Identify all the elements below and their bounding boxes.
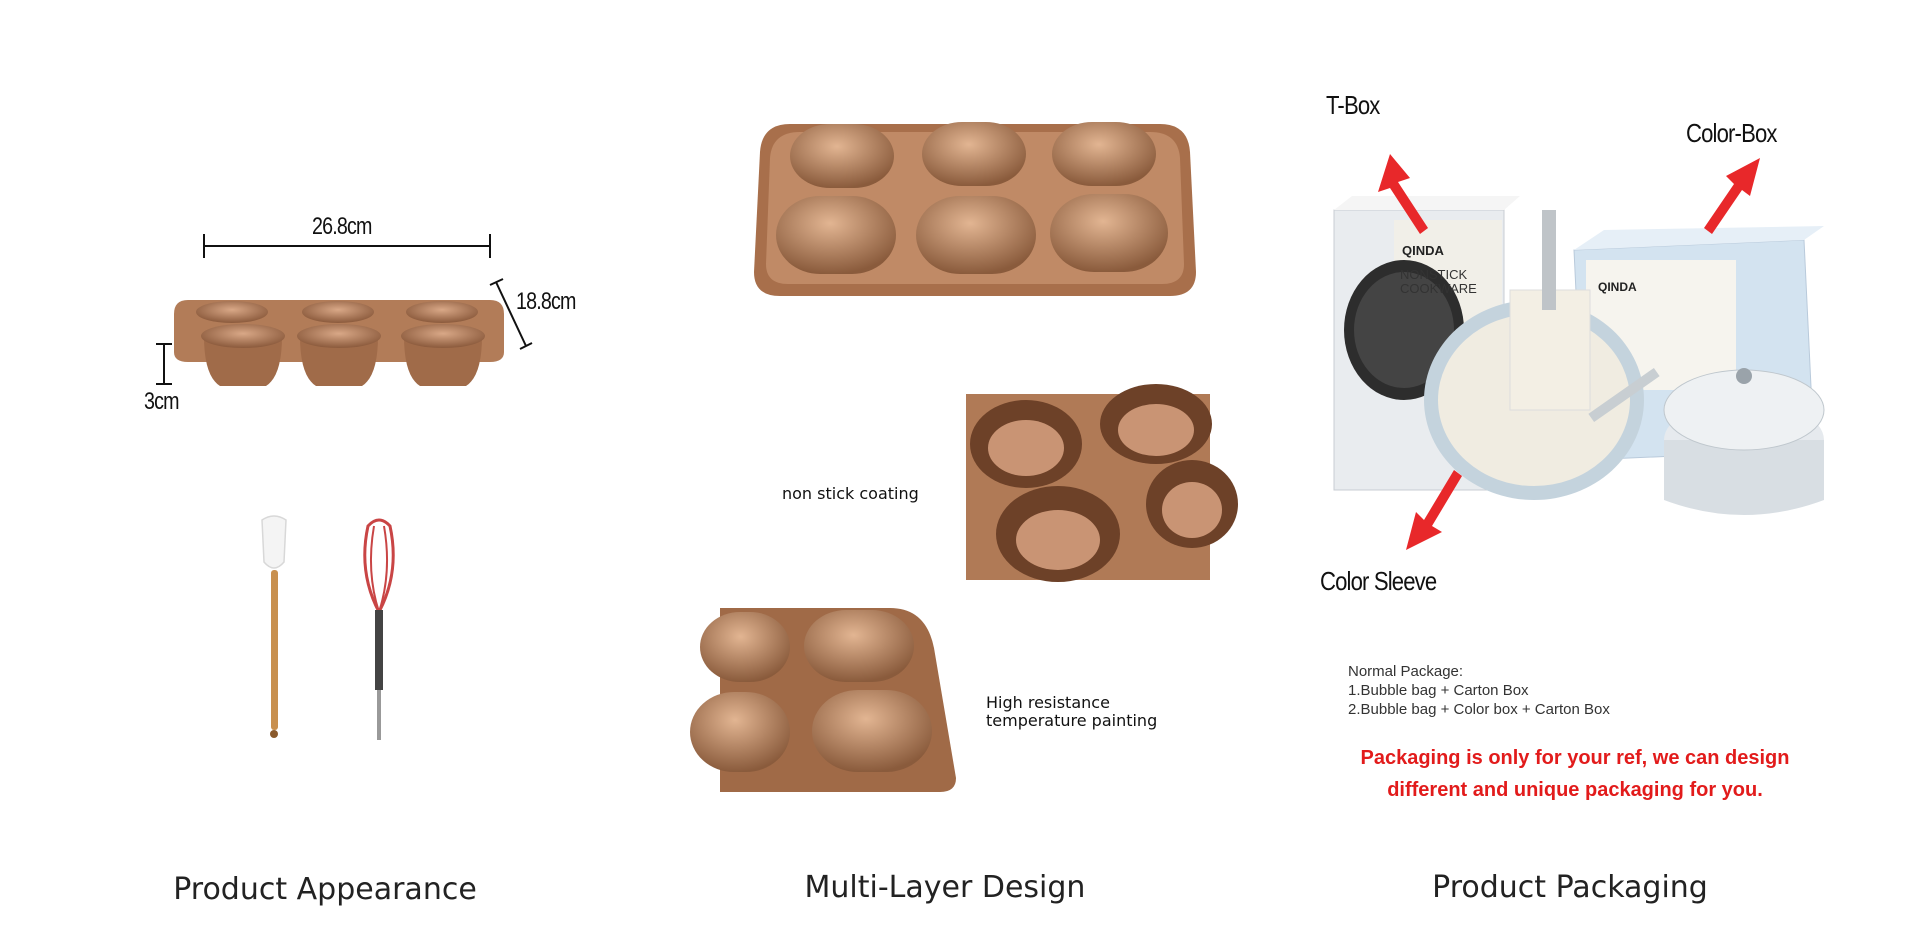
tbox-text-line1: NONSTICK — [1400, 267, 1468, 282]
normal-package-title: Normal Package: — [1348, 663, 1464, 680]
tbox-text-line2: COOKWARE — [1400, 281, 1477, 296]
colorbox-label: Color-Box — [1686, 118, 1777, 148]
colorbox-brand: QINDA — [1598, 280, 1637, 294]
muffin-pan-image — [174, 300, 504, 386]
appearance-caption: Product Appearance — [173, 872, 477, 907]
spatula-image — [261, 515, 287, 738]
tbox-label: T-Box — [1326, 90, 1380, 120]
packaging-note-line2: different and unique packaging for you. — [1387, 779, 1763, 801]
painting-label-line2: temperature painting — [986, 711, 1158, 730]
packaging-photo — [1333, 196, 1825, 515]
tbox-brand: QINDA — [1402, 243, 1444, 258]
packaging-caption: Product Packaging — [1432, 870, 1708, 905]
height-label: 3cm — [144, 388, 180, 415]
packaging-note-line1: Packaging is only for your ref, we can d… — [1360, 747, 1790, 769]
whisk-image — [363, 518, 395, 740]
painting-closeup-image — [690, 608, 956, 792]
design-caption: Multi-Layer Design — [804, 870, 1086, 905]
coating-label: non stick coating — [782, 484, 919, 503]
width-label: 26.8cm — [312, 213, 372, 240]
coating-closeup-image — [966, 384, 1238, 582]
depth-label: 18.8cm — [516, 288, 576, 315]
painting-label-line1: High resistance — [986, 693, 1110, 712]
packaging-note: Packaging is only for your ref, we can d… — [1340, 742, 1810, 806]
normal-package-text: Normal Package: 1.Bubble bag + Carton Bo… — [1348, 662, 1610, 719]
tbox-text: NONSTICK COOKWARE — [1400, 268, 1477, 296]
painting-label: High resistance temperature painting — [986, 694, 1157, 730]
normal-package-item-1: 1.Bubble bag + Carton Box — [1348, 682, 1529, 699]
muffin-pan-top-image — [754, 122, 1196, 296]
sleeve-label: Color Sleeve — [1320, 566, 1437, 596]
normal-package-item-2: 2.Bubble bag + Color box + Carton Box — [1348, 701, 1610, 718]
